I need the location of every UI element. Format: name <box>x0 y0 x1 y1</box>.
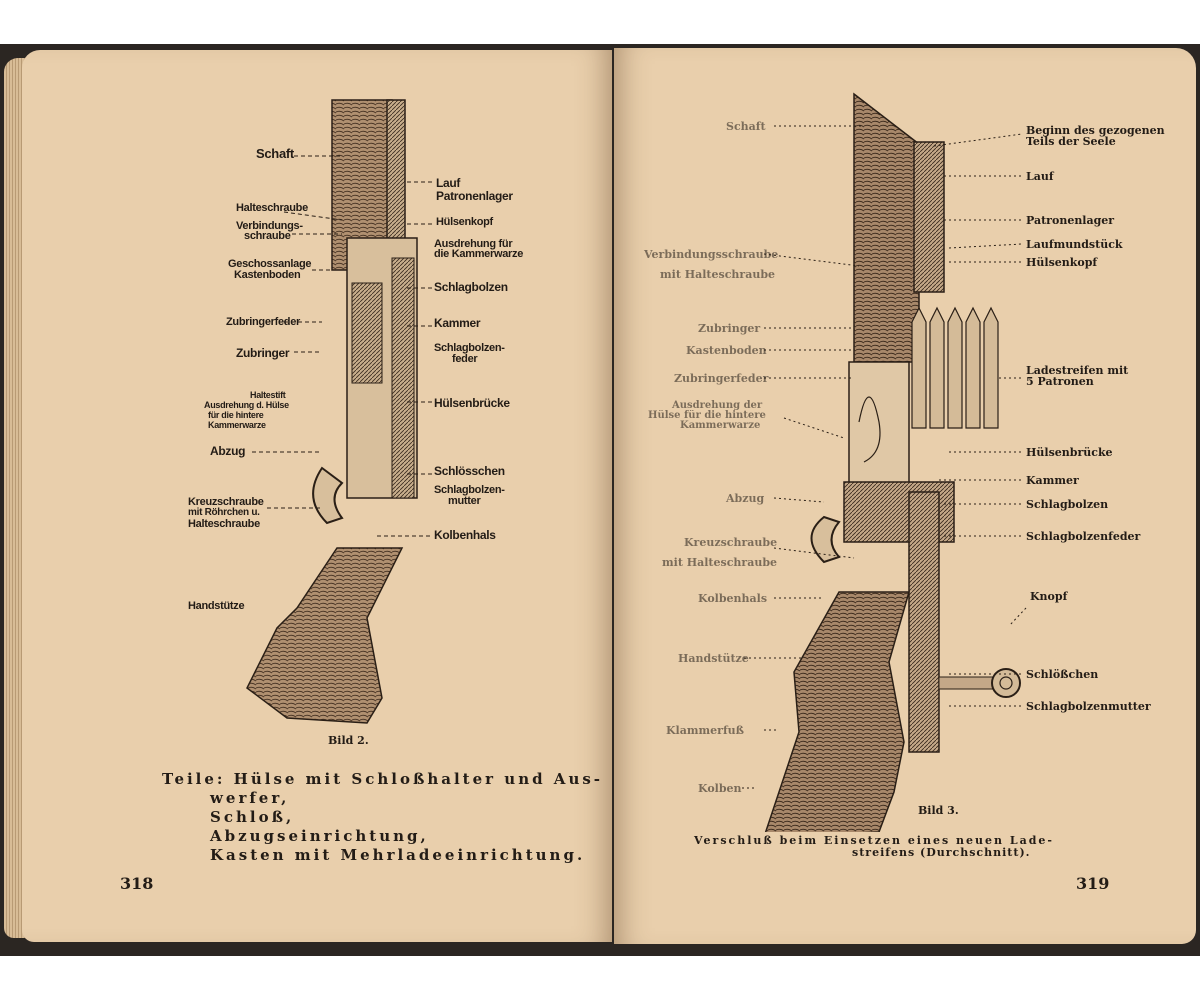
label-kreuzschraube-2: mit Röhrchen u. <box>188 507 260 518</box>
label-ausdrehung-3: Kammerwarze <box>680 420 761 431</box>
label-kolbenhals: Kolbenhals <box>698 592 768 605</box>
label-lauf: Lauf <box>1026 170 1054 183</box>
page-edges <box>4 58 26 938</box>
label-abzug: Abzug <box>210 444 246 458</box>
label-klammerfuss: Klammerfuß <box>666 724 745 737</box>
label-ausdrehung-2: die Kammerwarze <box>434 248 524 260</box>
label-zubringerfeder: Zubringerfeder <box>674 372 769 385</box>
parts-line-2: werfer, <box>210 789 290 807</box>
label-schlagbolzenfeder-1: Schlagbolzen- <box>434 342 505 354</box>
label-ladestreifen-1: Ladestreifen mit <box>1026 364 1129 377</box>
label-beginn-1: Beginn des gezogenen <box>1026 124 1165 137</box>
label-ausdrehung-huelse-1: Ausdrehung d. Hülse <box>204 400 289 410</box>
label-ladestreifen-2: 5 Patronen <box>1026 375 1094 388</box>
label-kreuzschraube-3: Halteschraube <box>188 518 260 530</box>
label-laufmundstueck: Laufmundstück <box>1026 238 1123 251</box>
caption-line-1: Verschluß beim Einsetzen eines neuen Lad… <box>694 834 1054 847</box>
label-huelsenbruecke: Hülsenbrücke <box>434 396 510 410</box>
label-zubringerfeder: Zubringerfeder <box>226 316 301 328</box>
label-schaft: Schaft <box>726 120 766 133</box>
label-schlagbolzenmutter-2: mutter <box>448 495 481 507</box>
label-ausdrehung-huelse-3: Kammerwarze <box>208 420 266 430</box>
parts-line-3: Schloß, <box>210 808 295 826</box>
label-huelsenkopf: Hülsenkopf <box>436 216 493 228</box>
label-kammer: Kammer <box>434 316 481 330</box>
label-schloesschen: Schlößchen <box>1026 668 1099 681</box>
label-zubringer: Zubringer <box>698 322 761 335</box>
rifle-diagram-bild-2 <box>246 99 418 724</box>
label-schlagbolzenmutter: Schlagbolzenmutter <box>1026 700 1151 713</box>
label-kastenboden: Kastenboden <box>686 344 767 357</box>
label-knopf: Knopf <box>1030 590 1068 603</box>
label-handstuetze: Handstütze <box>678 652 749 665</box>
label-geschossanlage: Geschossanlage <box>228 258 312 270</box>
label-patronenlager: Patronenlager <box>1026 214 1115 227</box>
figure-caption-bild-3: Bild 3. <box>918 804 959 817</box>
label-verbindungsschraube-2: schraube <box>244 230 291 242</box>
label-zubringer: Zubringer <box>236 346 290 360</box>
label-lauf: Lauf <box>436 176 461 190</box>
caption-line-2: streifens (Durchschnitt). <box>852 846 1031 859</box>
label-schlagbolzenfeder-2: feder <box>452 353 478 365</box>
label-beginn-2: Teils der Seele <box>1026 135 1116 148</box>
label-kolben: Kolben <box>698 782 742 795</box>
figure-caption-bild-2: Bild 2. <box>328 734 369 747</box>
page-number-left: 318 <box>120 874 154 893</box>
label-kolbenhals: Kolbenhals <box>434 528 496 542</box>
label-schlagbolzenfeder: Schlagbolzenfeder <box>1026 530 1141 543</box>
label-verbindungsschraube-1: Verbindungs- <box>236 220 303 232</box>
label-kammer: Kammer <box>1026 474 1079 487</box>
label-kreuzschraube: Kreuzschraube <box>684 536 778 549</box>
open-book: Schaft Lauf Patronenlager Halteschraube … <box>0 44 1200 956</box>
label-kastenboden: Kastenboden <box>234 269 301 281</box>
label-abzug: Abzug <box>726 492 765 505</box>
leader-lines-left <box>252 155 432 537</box>
label-verbindungsschraube: Verbindungsschraube <box>644 248 779 261</box>
label-mit-halteschraube-2: mit Halteschraube <box>662 556 778 569</box>
label-kreuzschraube-1: Kreuzschraube <box>188 496 264 508</box>
label-schlagbolzen: Schlagbolzen <box>1026 498 1109 511</box>
label-mit-halteschraube: mit Halteschraube <box>660 268 776 281</box>
label-huelsenkopf: Hülsenkopf <box>1026 256 1098 269</box>
label-schlagbolzen: Schlagbolzen <box>434 280 508 294</box>
left-page: Schaft Lauf Patronenlager Halteschraube … <box>22 50 612 942</box>
parts-line-4: Abzugseinrichtung, <box>210 827 429 845</box>
label-ausdrehung-1: Ausdrehung für <box>434 238 513 250</box>
rifle-diagram-bild-3 <box>764 92 1021 832</box>
label-ausdrehung-2: Hülse für die hintere <box>648 410 766 421</box>
page-number-right: 319 <box>1076 874 1110 893</box>
label-huelsenbruecke: Hülsenbrücke <box>1026 446 1113 459</box>
label-ausdrehung-huelse-2: für die hintere <box>208 410 264 420</box>
leader-lines-right <box>742 125 1027 789</box>
label-schloesschen: Schlösschen <box>434 464 505 478</box>
label-schaft: Schaft <box>256 146 294 161</box>
label-schlagbolzenmutter-1: Schlagbolzen- <box>434 484 505 496</box>
right-page: Schaft Beginn des gezogenen Teils der Se… <box>614 48 1196 944</box>
label-haltestift: Haltestift <box>250 390 286 400</box>
label-halteschraube: Halteschraube <box>236 202 308 214</box>
label-ausdrehung-1: Ausdrehung der <box>672 400 763 411</box>
parts-line-5: Kasten mit Mehrladeeinrichtung. <box>210 846 586 864</box>
parts-line-1: Teile: Hülse mit Schloßhalter und Aus- <box>162 770 604 788</box>
label-handstuetze: Handstütze <box>188 600 245 612</box>
label-patronenlager: Patronenlager <box>436 189 513 203</box>
